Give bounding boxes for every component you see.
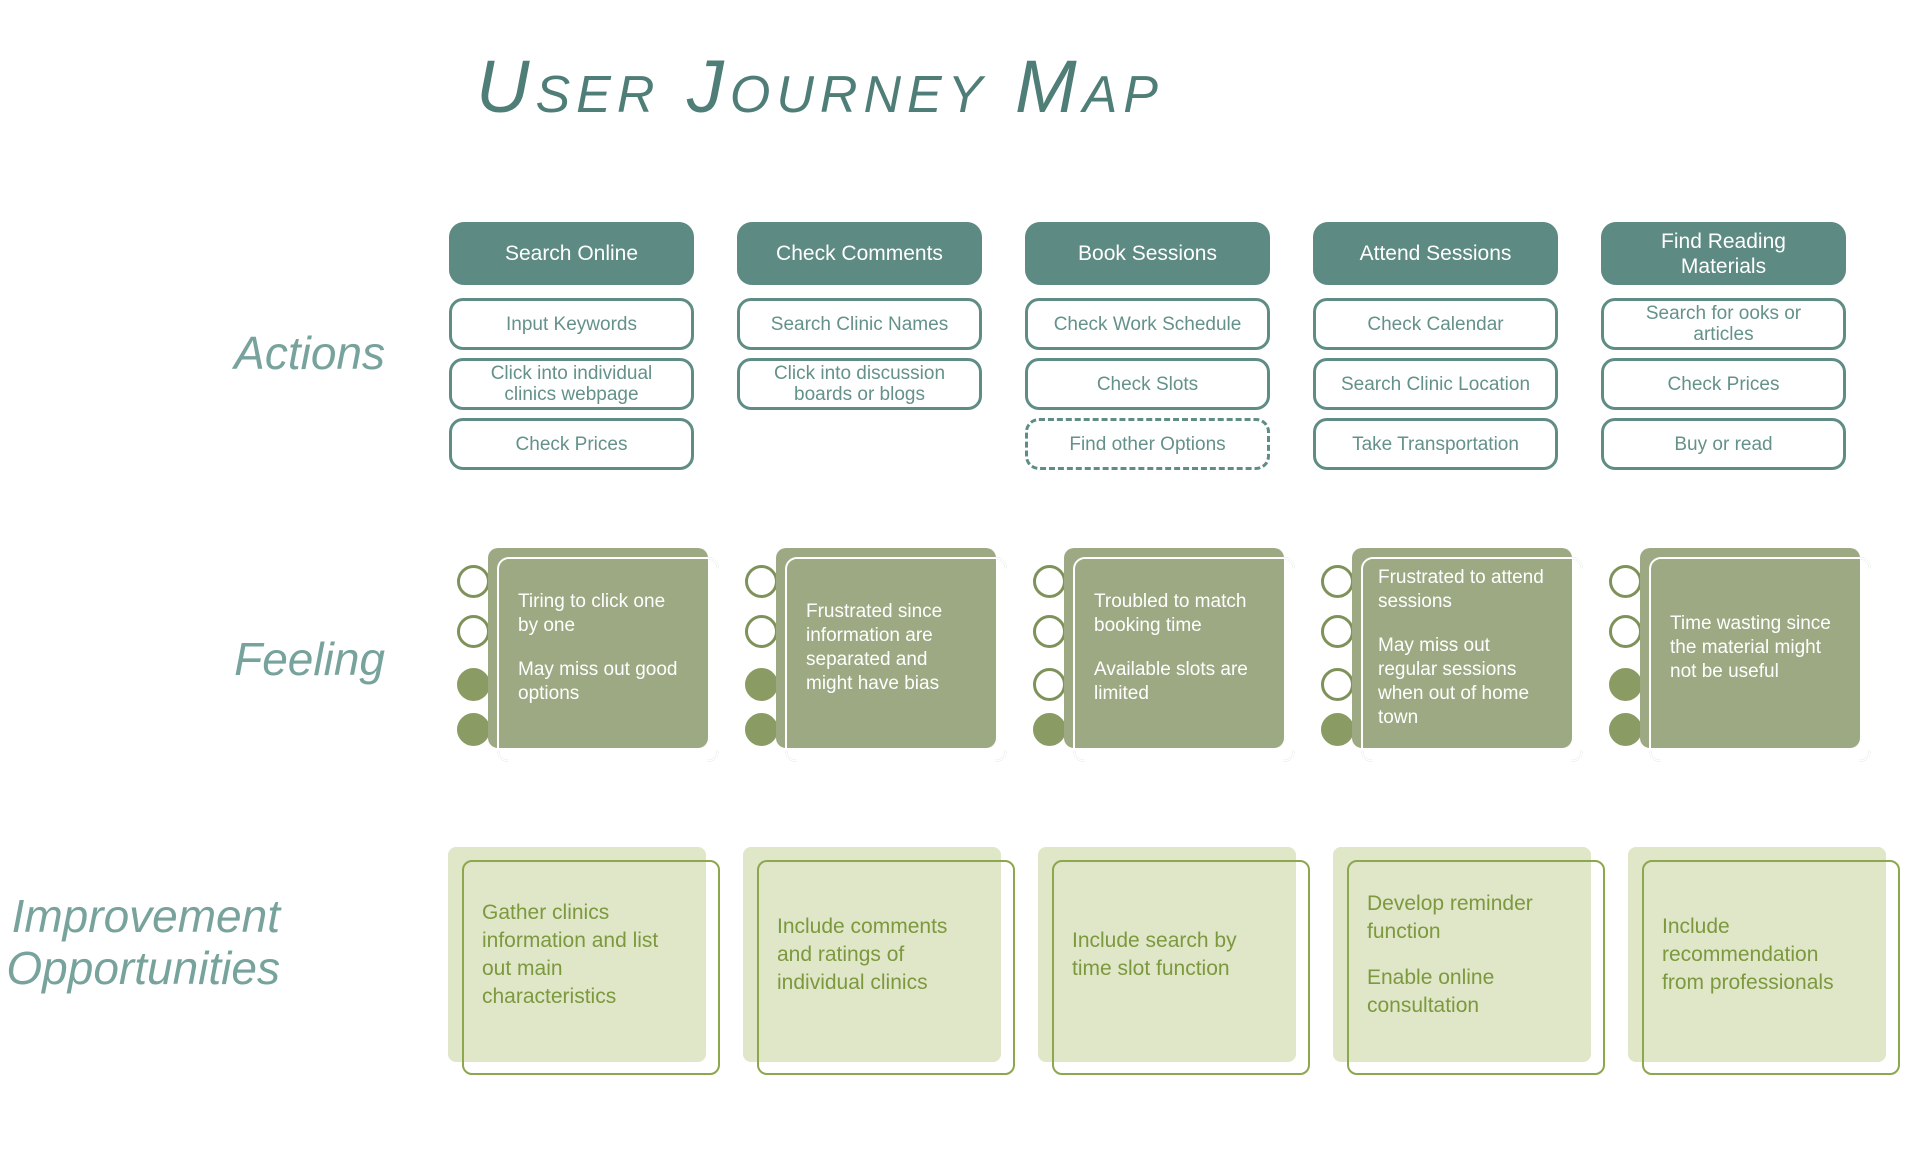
feeling-text: May miss out regular sessions when out o… [1378, 635, 1530, 728]
feeling-card: Frustrated to attend sessions May miss o… [1352, 548, 1572, 748]
row-label-improvement-line1: Improvement [11, 890, 280, 942]
row-label-feeling: Feeling [234, 633, 385, 685]
action-pill: Take Transportation [1313, 418, 1558, 470]
action-pill: Check Work Schedule [1025, 298, 1270, 350]
feeling-block: Frustrated to attend sessions May miss o… [1313, 548, 1593, 778]
improvement-block: Include recommendation from professional… [1628, 847, 1908, 1087]
action-pill: Search Clinic Location [1313, 358, 1558, 410]
intensity-dot [1321, 668, 1354, 701]
intensity-dot [457, 668, 490, 701]
intensity-dot [1609, 668, 1642, 701]
intensity-dot [1033, 615, 1066, 648]
feeling-card: Time wasting since the material might no… [1640, 548, 1860, 748]
improvement-text: Include recommendation from professional… [1662, 914, 1834, 994]
action-pill: Search for ooks or articles [1601, 298, 1846, 350]
intensity-dot [1609, 565, 1642, 598]
stage-header: Attend Sessions [1313, 222, 1558, 285]
action-pill-optional: Find other Options [1025, 418, 1270, 470]
improvement-card: Include recommendation from professional… [1628, 847, 1886, 1062]
intensity-dot [745, 668, 778, 701]
stage-header: Search Online [449, 222, 694, 285]
intensity-dot [1033, 565, 1066, 598]
improvement-card: Develop reminder function Enable online … [1333, 847, 1591, 1062]
intensity-dot [1033, 713, 1066, 746]
improvement-block: Include comments and ratings of individu… [743, 847, 1023, 1087]
improvement-block: Develop reminder function Enable online … [1333, 847, 1613, 1087]
intensity-dot [1321, 713, 1354, 746]
improvement-text: Enable online consultation [1367, 965, 1495, 1017]
improvement-text: Develop reminder function [1367, 891, 1533, 943]
feeling-card-outline [1649, 557, 1871, 762]
action-pill-list: Input Keywords Click into individual cli… [449, 298, 694, 470]
intensity-dot [745, 565, 778, 598]
improvement-card-outline [1347, 860, 1605, 1075]
improvement-text: Include search by time slot function [1072, 928, 1237, 980]
improvement-text: Include comments and ratings of individu… [777, 914, 948, 994]
intensity-dot [1033, 668, 1066, 701]
feeling-text: May miss out good options [518, 659, 678, 704]
feeling-block: Troubled to match booking time Available… [1025, 548, 1305, 778]
action-pill: Click into discussion boards or blogs [737, 358, 982, 410]
improvement-card-outline [1642, 860, 1900, 1075]
row-label-actions: Actions [234, 327, 385, 379]
feeling-card: Frustrated since information are separat… [776, 548, 996, 748]
feeling-card-outline [1073, 557, 1295, 762]
feeling-text: Frustrated to attend sessions [1378, 567, 1544, 612]
feeling-block: Time wasting since the material might no… [1601, 548, 1881, 778]
action-pill: Check Calendar [1313, 298, 1558, 350]
improvement-card-outline [757, 860, 1015, 1075]
stage-header: Find Reading Materials [1601, 222, 1846, 285]
action-pill: Click into individual clinics webpage [449, 358, 694, 410]
intensity-dot [745, 713, 778, 746]
improvement-card: Include comments and ratings of individu… [743, 847, 1001, 1062]
improvement-text: Gather clinics information and list out … [482, 900, 659, 1008]
feeling-text: Troubled to match booking time [1094, 591, 1247, 636]
action-pill-list: Search Clinic Names Click into discussio… [737, 298, 982, 410]
stage-header: Check Comments [737, 222, 982, 285]
stage-column-check-comments: Check Comments Search Clinic Names Click… [737, 222, 982, 410]
intensity-dot [1609, 615, 1642, 648]
row-label-improvement-line2: Opportunities [6, 942, 280, 994]
improvement-card-outline [1052, 860, 1310, 1075]
row-label-improvement: Improvement Opportunities [0, 890, 280, 1130]
intensity-dot [457, 713, 490, 746]
feeling-block: Tiring to click one by one May miss out … [449, 548, 729, 778]
action-pill-list: Search for ooks or articles Check Prices… [1601, 298, 1846, 470]
action-pill: Search Clinic Names [737, 298, 982, 350]
feeling-text: Time wasting since the material might no… [1670, 613, 1831, 682]
improvement-card-outline [462, 860, 720, 1075]
stage-column-book-sessions: Book Sessions Check Work Schedule Check … [1025, 222, 1270, 470]
feeling-block: Frustrated since information are separat… [737, 548, 1017, 778]
feeling-text: Frustrated since information are separat… [806, 601, 943, 694]
intensity-dot [1321, 565, 1354, 598]
improvement-block: Include search by time slot function [1038, 847, 1318, 1087]
action-pill: Input Keywords [449, 298, 694, 350]
action-pill: Check Prices [1601, 358, 1846, 410]
action-pill-list: Check Calendar Search Clinic Location Ta… [1313, 298, 1558, 470]
intensity-dot [1321, 615, 1354, 648]
intensity-dot [457, 565, 490, 598]
improvement-block: Gather clinics information and list out … [448, 847, 728, 1087]
feeling-text: Available slots are limited [1094, 659, 1248, 704]
action-pill: Check Slots [1025, 358, 1270, 410]
feeling-text: Tiring to click one by one [518, 591, 666, 636]
stage-column-attend-sessions: Attend Sessions Check Calendar Search Cl… [1313, 222, 1558, 470]
feeling-card-outline [785, 557, 1007, 762]
feeling-card: Tiring to click one by one May miss out … [488, 548, 708, 748]
feeling-card: Troubled to match booking time Available… [1064, 548, 1284, 748]
improvement-card: Gather clinics information and list out … [448, 847, 706, 1062]
action-pill: Buy or read [1601, 418, 1846, 470]
improvement-card: Include search by time slot function [1038, 847, 1296, 1062]
intensity-dot [745, 615, 778, 648]
page-title: User Journey Map [476, 45, 1164, 128]
stage-header: Book Sessions [1025, 222, 1270, 285]
intensity-dot [457, 615, 490, 648]
feeling-card-outline [1361, 557, 1583, 762]
action-pill: Check Prices [449, 418, 694, 470]
stage-column-search-online: Search Online Input Keywords Click into … [449, 222, 694, 470]
stage-column-find-reading-materials: Find Reading Materials Search for ooks o… [1601, 222, 1846, 470]
feeling-card-outline [497, 557, 719, 762]
action-pill-list: Check Work Schedule Check Slots Find oth… [1025, 298, 1270, 470]
intensity-dot [1609, 713, 1642, 746]
